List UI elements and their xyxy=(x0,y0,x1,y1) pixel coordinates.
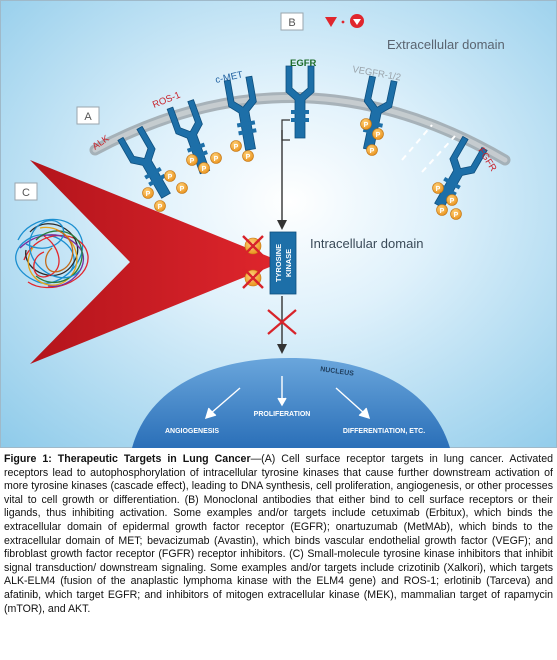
therapeutic-targets-figure: P P P P P P P P P P P P P P P P ALK ROS-… xyxy=(0,0,557,448)
svg-text:P: P xyxy=(440,208,445,215)
outcome-differentiation: DIFFERENTIATION, ETC. xyxy=(343,428,425,435)
svg-text:P: P xyxy=(168,174,173,181)
caption-title: Figure 1: Therapeutic Targets in Lung Ca… xyxy=(4,453,251,465)
label-box-b: B xyxy=(280,12,304,31)
nucleus-outcome-arrows xyxy=(204,376,371,420)
inhibition-dash-lines xyxy=(401,124,456,173)
svg-text:P: P xyxy=(234,144,239,151)
svg-text:P: P xyxy=(454,212,459,219)
svg-text:P: P xyxy=(214,156,219,163)
svg-text:A: A xyxy=(84,111,92,123)
svg-text:P: P xyxy=(450,198,455,205)
egfr-signal-arrow xyxy=(277,119,290,230)
label-egfr: EGFR xyxy=(290,58,317,69)
extracellular-label: Extracellular domain xyxy=(387,37,505,52)
outcome-proliferation: PROLIFERATION xyxy=(254,411,311,418)
svg-text:NUCLEUS: NUCLEUS xyxy=(320,366,355,378)
blocked-phospho-1: P xyxy=(242,235,264,257)
intracellular-label: Intracellular domain xyxy=(310,236,423,251)
svg-text:P: P xyxy=(146,191,151,198)
small-molecule-cluster xyxy=(15,218,89,289)
figure-caption: Figure 1: Therapeutic Targets in Lung Ca… xyxy=(4,453,553,616)
svg-text:B: B xyxy=(288,17,295,29)
svg-text:C: C xyxy=(22,187,30,199)
svg-text:KINASE: KINASE xyxy=(284,249,293,277)
svg-text:P: P xyxy=(202,166,207,173)
svg-text:P: P xyxy=(370,148,375,155)
svg-text:TYROSINE: TYROSINE xyxy=(274,244,283,282)
svg-text:P: P xyxy=(436,186,441,193)
svg-text:P: P xyxy=(190,158,195,165)
antibody-icons xyxy=(325,14,364,28)
label-box-a: A xyxy=(76,106,100,125)
tyrosine-kinase-box: TYROSINE KINASE xyxy=(269,231,297,295)
caption-body: —(A) Cell surface receptor targets in lu… xyxy=(4,453,553,615)
svg-text:P: P xyxy=(180,186,185,193)
outcome-angiogenesis: ANGIOGENESIS xyxy=(165,428,219,435)
label-box-c: C xyxy=(14,182,38,201)
phospho-groups: P P P P P P P P P P P P P P P P xyxy=(142,118,462,220)
small-molecule-chevron xyxy=(30,160,282,364)
svg-text:P: P xyxy=(246,154,251,161)
downstream-signal-arrow xyxy=(267,296,297,354)
svg-text:P: P xyxy=(364,122,369,129)
nucleus: NUCLEUS xyxy=(132,358,450,448)
svg-text:P: P xyxy=(376,132,381,139)
blocked-phospho-2: P xyxy=(242,267,264,289)
svg-text:P: P xyxy=(158,204,163,211)
